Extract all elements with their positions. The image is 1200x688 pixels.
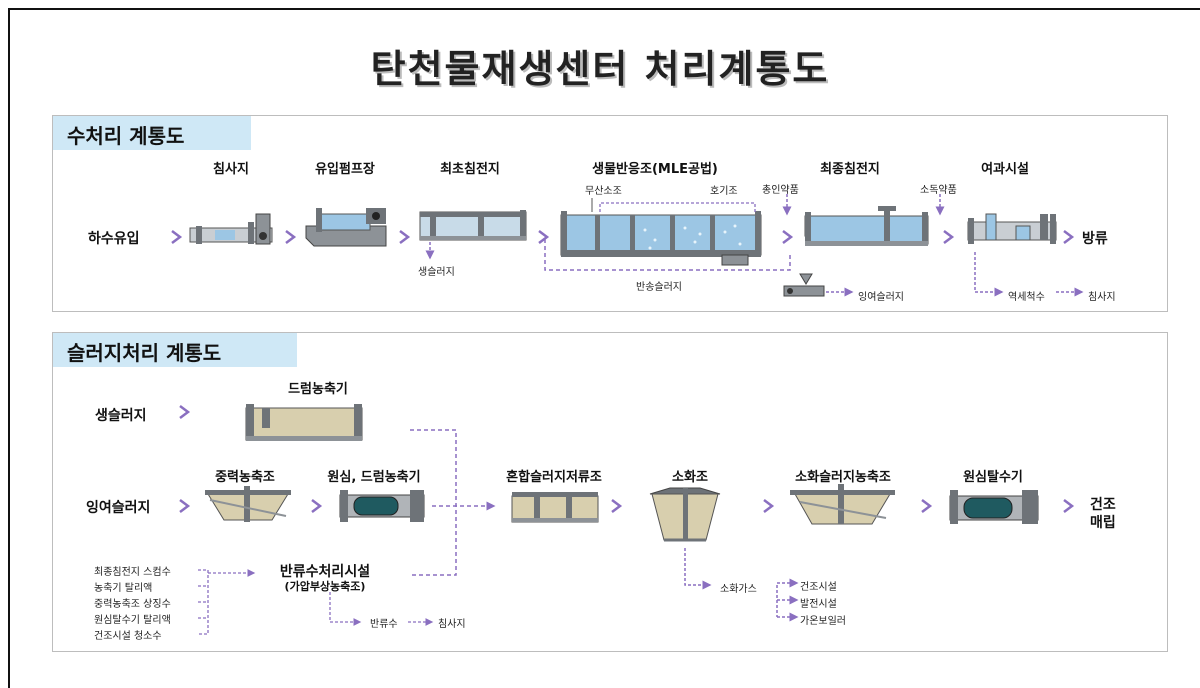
raw-sludge-input-label: 생슬러지 bbox=[95, 408, 147, 424]
flow-arrow bbox=[311, 499, 323, 513]
digester-gas-label: 소화가스 bbox=[720, 584, 757, 595]
merge-lines bbox=[410, 429, 496, 576]
flow-arrow bbox=[782, 230, 794, 244]
phosphorus-chemical-label: 총인약품 bbox=[762, 185, 799, 196]
return-source-3: 중력농축조 상징수 bbox=[94, 599, 171, 610]
gravity-thickener-illustration bbox=[205, 486, 291, 522]
gas-use-boiler: 가온보일러 bbox=[800, 616, 846, 627]
stage-filtration-label: 여과시설 bbox=[981, 162, 1029, 177]
centrifuge-drum-thickener-label: 원심, 드럼농축기 bbox=[327, 470, 421, 485]
centrifuge-dewatering-label: 원심탈수기 bbox=[963, 470, 1023, 485]
flow-arrow bbox=[1063, 499, 1075, 513]
output-dry-label: 건조 bbox=[1090, 497, 1116, 513]
final-clarifier-illustration bbox=[804, 206, 929, 246]
flow-arrow bbox=[179, 499, 191, 513]
backwash-to-grit-label: 침사지 bbox=[1088, 292, 1116, 303]
flow-arrow bbox=[285, 230, 297, 244]
digester-label: 소화조 bbox=[672, 470, 708, 485]
digested-sludge-thickener-label: 소화슬러지농축조 bbox=[795, 470, 891, 485]
return-water-to-label: 침사지 bbox=[438, 619, 466, 630]
water-panel-title: 수처리 계통도 bbox=[53, 116, 251, 150]
output-landfill-label: 매립 bbox=[1090, 515, 1116, 531]
return-sludge-label: 반송슬러지 bbox=[636, 282, 682, 293]
return-source-4: 원심탈수기 탈리액 bbox=[94, 615, 171, 626]
flow-arrow bbox=[1063, 230, 1075, 244]
aerobic-tank-label: 호기조 bbox=[710, 186, 738, 197]
primary-clarifier-illustration bbox=[419, 210, 527, 260]
flow-arrow bbox=[179, 405, 191, 419]
grit-chamber-illustration bbox=[189, 213, 273, 245]
digested-thickener-illustration bbox=[790, 484, 895, 525]
excess-sludge-label: 잉여슬러지 bbox=[858, 292, 904, 303]
backwash-water-label: 역세척수 bbox=[1008, 292, 1045, 303]
return-water-label: 반류수 bbox=[370, 619, 398, 630]
return-sources-bracket bbox=[198, 569, 434, 635]
sewage-inflow-label: 하수유입 bbox=[88, 231, 140, 247]
stage-bioreactor-label: 생물반응조(MLE공법) bbox=[592, 162, 718, 177]
excess-sludge-pump-illustration bbox=[783, 273, 854, 297]
return-facility-label: 반류수처리시설 bbox=[279, 564, 371, 580]
stage-grit-chamber-label: 침사지 bbox=[213, 162, 249, 177]
flow-arrow bbox=[399, 230, 411, 244]
flow-arrow bbox=[171, 230, 183, 244]
filtration-illustration bbox=[967, 213, 1057, 244]
gravity-thickener-label: 중력농축조 bbox=[215, 470, 275, 485]
digester-illustration bbox=[649, 487, 721, 590]
sludge-panel-title: 슬러지처리 계통도 bbox=[53, 333, 297, 367]
drum-thickener-illustration bbox=[245, 404, 363, 441]
return-facility-sub-label: (가압부상농축조) bbox=[284, 580, 366, 593]
flow-arrow bbox=[763, 499, 775, 513]
stage-final-clarifier-label: 최종침전지 bbox=[820, 162, 880, 177]
gas-use-dryer: 건조시설 bbox=[800, 582, 837, 593]
excess-sludge-input-label: 잉여슬러지 bbox=[86, 500, 151, 516]
mixed-sludge-storage-label: 혼합슬러지저류조 bbox=[506, 470, 602, 485]
pump-station-illustration bbox=[305, 208, 387, 247]
flow-arrow bbox=[611, 499, 623, 513]
return-sludge-line bbox=[544, 236, 791, 271]
diagram-graphics bbox=[171, 194, 1084, 635]
flow-arrow bbox=[943, 230, 955, 244]
water-flow-arrows bbox=[171, 230, 1075, 244]
return-source-1: 최종침전지 스컴수 bbox=[94, 567, 171, 578]
page-title: 탄천물재생센터 처리계통도 bbox=[370, 47, 830, 91]
return-source-5: 건조시설 청소수 bbox=[94, 631, 162, 642]
stage-pump-station-label: 유입펌프장 bbox=[315, 162, 375, 177]
return-source-2: 농축기 탈리액 bbox=[94, 583, 153, 594]
raw-sludge-label: 생슬러지 bbox=[418, 267, 455, 278]
drum-thickener-label: 드럼농축기 bbox=[288, 382, 348, 397]
flow-arrow bbox=[538, 230, 550, 244]
bioreactor-illustration bbox=[560, 198, 762, 266]
discharge-label: 방류 bbox=[1082, 231, 1108, 247]
stage-primary-clarifier-label: 최초침전지 bbox=[440, 162, 500, 177]
centrifuge-thickener-illustration bbox=[339, 490, 425, 522]
gas-use-power: 발전시설 bbox=[800, 599, 837, 610]
flow-arrow bbox=[921, 499, 933, 513]
sludge-flow-arrows bbox=[179, 405, 1075, 513]
mixed-storage-illustration bbox=[511, 492, 599, 523]
centrifuge-dewater-illustration bbox=[949, 490, 1039, 524]
disinfectant-label: 소독약품 bbox=[920, 185, 957, 196]
outer-frame bbox=[8, 8, 1200, 688]
anoxic-tank-label: 무산소조 bbox=[585, 186, 622, 197]
